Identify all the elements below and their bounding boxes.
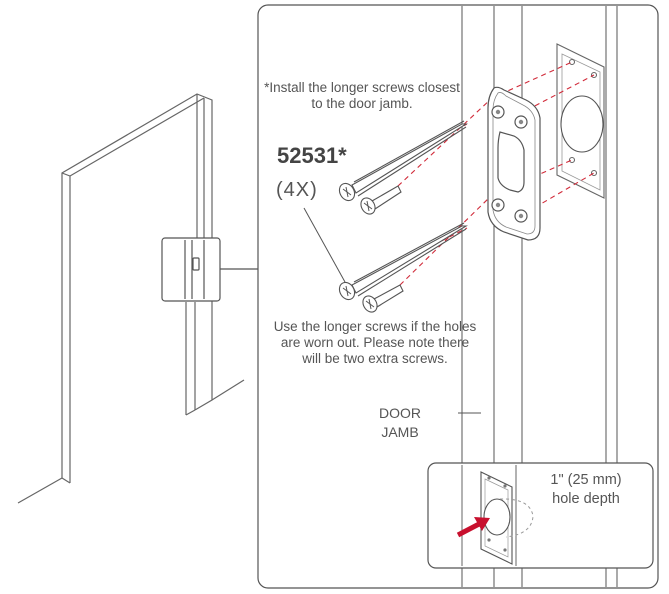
door-frame-overview [17, 93, 245, 504]
hole-depth-inset [427, 462, 654, 569]
short-screw-upper [360, 185, 402, 215]
part-quantity: (4X) [276, 179, 318, 201]
hole-depth-label: 1" (25 mm) hole depth [534, 471, 638, 509]
jamb-mortise [556, 43, 605, 199]
strike-plate [487, 86, 541, 241]
hole-depth-line1: 1" (25 mm) [550, 472, 622, 488]
part-number: 52531* [277, 143, 347, 168]
part-leader-line [303, 207, 346, 283]
door-jamb-label-line2: JAMB [381, 424, 419, 440]
short-screw-lower [362, 284, 404, 313]
door-jamb-label-line1: DOOR [379, 405, 421, 421]
longer-screws-note: *Install the longer screws closest to th… [264, 80, 460, 111]
long-screw-lower [338, 222, 468, 301]
worn-holes-note: Use the longer screws if the holes are w… [273, 319, 477, 366]
door-jamb-label: DOOR JAMB [352, 404, 448, 442]
hole-depth-line2: hole depth [552, 491, 620, 507]
long-screw-upper [338, 120, 468, 202]
zoom-callout-box [161, 237, 221, 302]
insertion-arrow-icon [456, 517, 490, 538]
